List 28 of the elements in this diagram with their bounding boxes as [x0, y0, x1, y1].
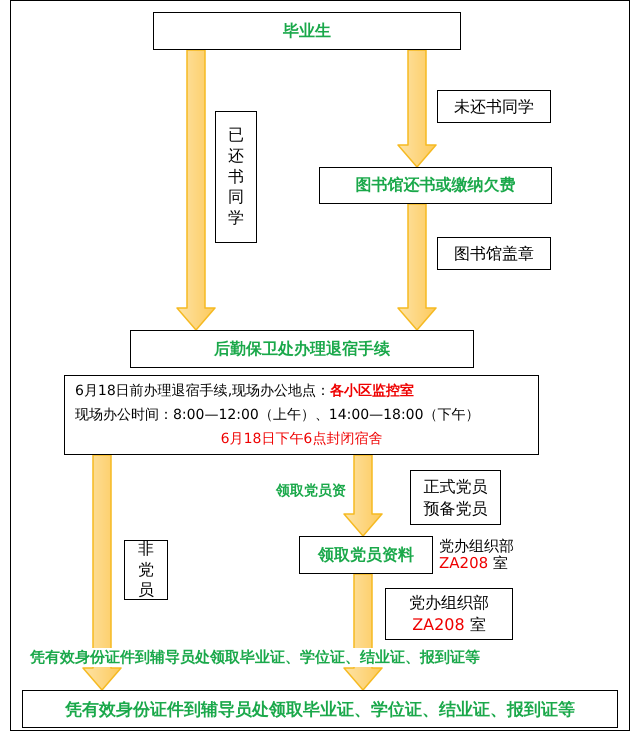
arrow	[82, 454, 122, 691]
process-box	[319, 167, 552, 204]
node-title: 凭有效身份证件到辅导员处领取毕业证、学位证、结业证、报到证等	[65, 698, 575, 720]
edge-label: 非党员	[124, 540, 168, 600]
edge-label: 党办组织部 ZA208 室	[385, 588, 513, 640]
edge-label: 未还书同学	[437, 90, 551, 123]
info-text: 现场办公时间：8:00—12:00（上午）、14:00—18:00（下午）	[75, 406, 480, 425]
info-box	[64, 375, 539, 455]
room-note: 党办组织部 ZA208 室	[439, 538, 515, 572]
arrow	[397, 203, 437, 331]
edge-label: 已还书同学	[215, 111, 257, 243]
info-text: 6月18日下午6点封闭宿舍	[220, 430, 384, 449]
process-box	[299, 536, 433, 574]
arrow	[343, 454, 383, 537]
edge-label: 正式党员预备党员	[410, 470, 501, 525]
node-title: 后勤保卫处办理退宿手续	[214, 338, 390, 360]
node-title: 毕业生	[283, 20, 331, 42]
end-box	[22, 690, 618, 728]
note-text: 领取党员资	[276, 482, 346, 500]
node-title: 图书馆还书或缴纳欠费	[356, 175, 516, 196]
arrow	[176, 49, 216, 331]
info-text: 6月18日前办理退宿手续,现场办公地点：各小区监控室	[75, 382, 416, 401]
start-box	[153, 12, 461, 50]
edge-label: 图书馆盖章	[437, 237, 551, 270]
arrow	[397, 49, 437, 168]
process-box	[130, 330, 474, 368]
node-title: 领取党员资料	[318, 544, 414, 566]
note-text: 凭有效身份证件到辅导员处领取毕业证、学位证、结业证、报到证等	[30, 648, 480, 667]
